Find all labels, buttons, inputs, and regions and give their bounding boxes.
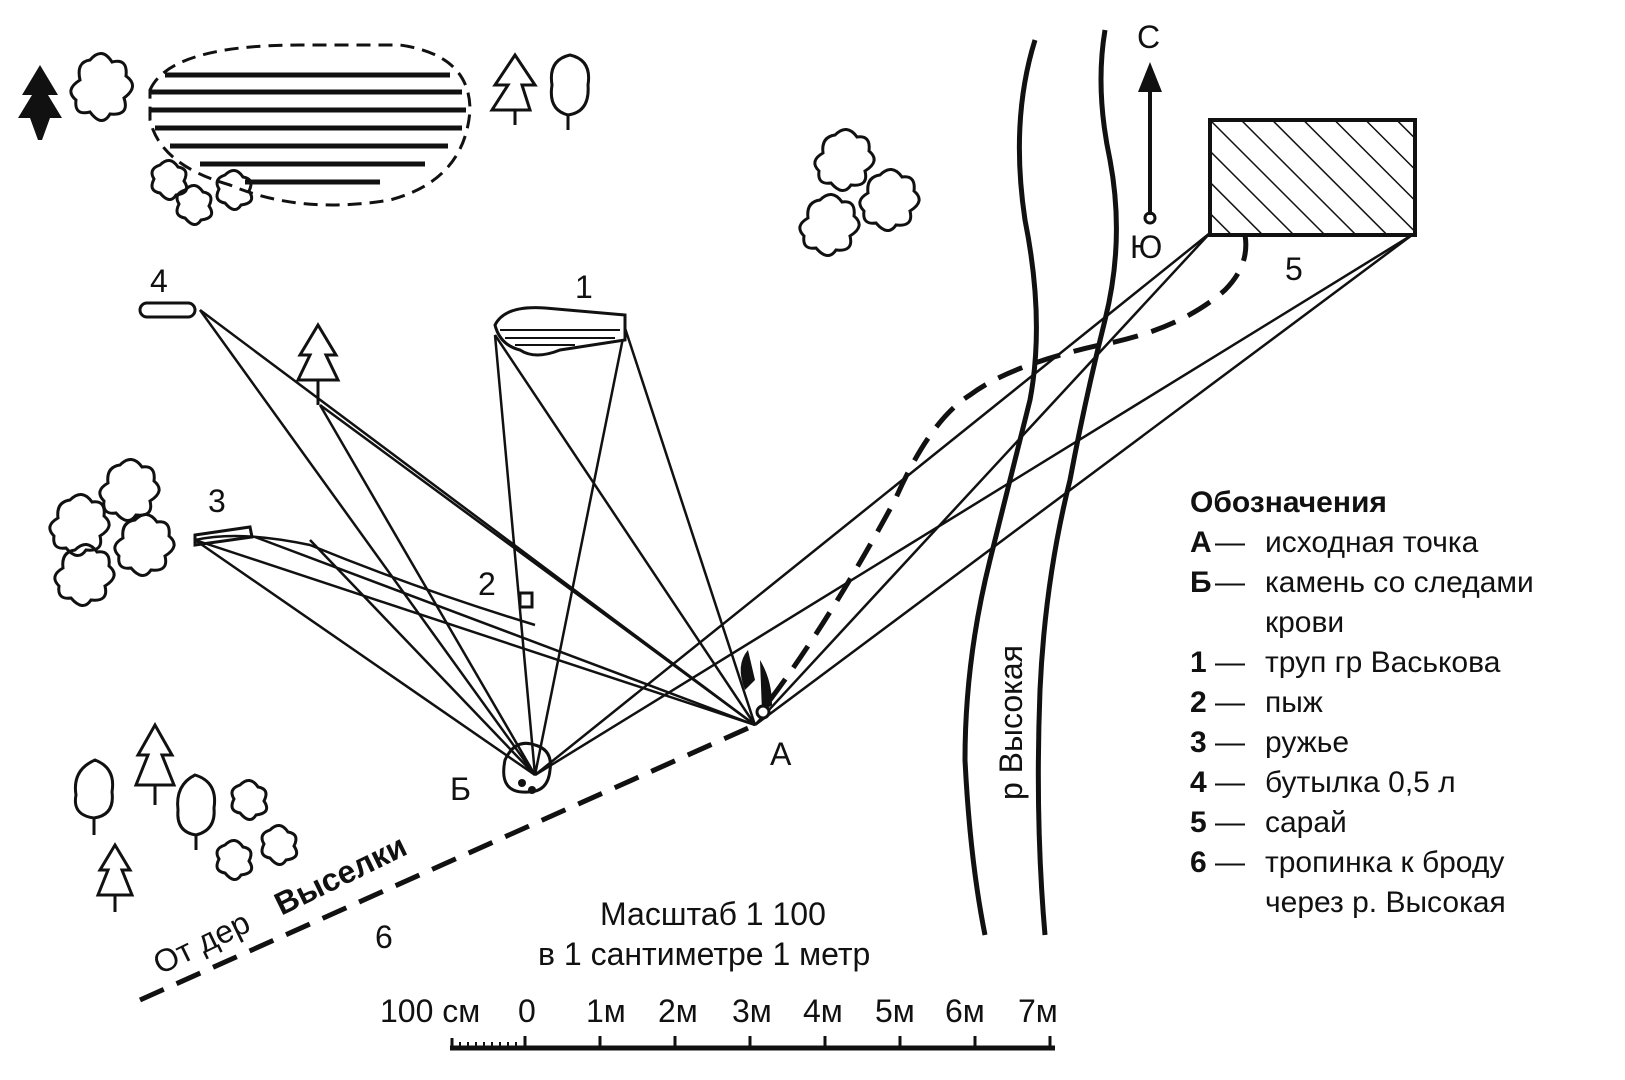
start-point-marker: [740, 650, 772, 720]
label-6: 6: [375, 919, 393, 955]
legend-item: 3 — ружье: [1190, 726, 1349, 759]
scale-tick-label: 3м: [732, 993, 772, 1029]
path-to-ford: [138, 234, 1249, 1003]
legend-key: А: [1190, 526, 1212, 559]
bottle-marker: [138, 301, 197, 319]
legend-text: исходная точка: [1265, 526, 1479, 559]
pond: [148, 43, 472, 207]
conifer-tree-icon: [133, 721, 177, 805]
body-marker: [493, 306, 627, 357]
sight-lines: [194, 232, 1413, 777]
barn: [1208, 118, 1417, 237]
scale-tick-labels: 100 см 0 1м 2м 3м 4м 5м 6м 7м: [380, 993, 1058, 1029]
scale-tick-label: 7м: [1018, 993, 1058, 1029]
path-label-prefix: От дер: [147, 904, 255, 981]
gun-marker: [193, 525, 254, 547]
scale-tick-label: 6м: [945, 993, 985, 1029]
legend-key: 6: [1190, 846, 1207, 879]
legend-item: 1 — труп гр Васькова: [1190, 646, 1501, 679]
scale-tick-label: 5м: [875, 993, 915, 1029]
label-2: 2: [478, 566, 496, 602]
legend-item: крови: [1265, 606, 1344, 639]
river: [962, 29, 1119, 936]
south-label: Ю: [1130, 229, 1162, 265]
legend-item: 2 — пыж: [1190, 686, 1323, 719]
legend-text: сарай: [1265, 806, 1347, 839]
conifer-tree-icon: [295, 322, 341, 405]
label-1: 1: [575, 269, 593, 305]
legend-sep: —: [1215, 526, 1245, 559]
legend-text: камень со следами: [1265, 566, 1534, 599]
legend-sep: —: [1215, 806, 1245, 839]
scale-bar: [450, 1036, 1055, 1051]
label-4: 4: [150, 263, 168, 299]
legend-text: ружье: [1265, 726, 1349, 759]
legend-key: 2: [1190, 686, 1207, 719]
legend-item: Б — камень со следами: [1190, 566, 1534, 599]
legend-title: Обозначения: [1190, 486, 1387, 519]
conifer-tree-icon: [18, 65, 62, 140]
north-label: С: [1137, 19, 1160, 55]
legend-sep: —: [1215, 846, 1245, 879]
legend-sep: —: [1215, 686, 1245, 719]
scale-title: Масштаб 1 100: [600, 896, 826, 932]
north-arrow-icon: [1138, 62, 1162, 225]
legend-sep: —: [1215, 766, 1245, 799]
river-label: р Высокая: [993, 645, 1029, 800]
legend-item: 6 — тропинка к броду: [1190, 846, 1504, 879]
scale-tick-label: 0: [518, 993, 536, 1029]
legend-key: 4: [1190, 766, 1207, 799]
legend-key: 1: [1190, 646, 1207, 679]
stone-marker: [502, 741, 552, 794]
legend-text: труп гр Васькова: [1265, 646, 1501, 679]
legend-item: 5 — сарай: [1190, 806, 1347, 839]
legend-sep: —: [1215, 726, 1245, 759]
legend-item: через р. Высокая: [1265, 886, 1506, 919]
legend-text: крови: [1265, 606, 1344, 639]
legend-key: Б: [1190, 566, 1212, 599]
scale-subtitle: в 1 сантиметре 1 метр: [538, 936, 870, 972]
legend-key: 5: [1190, 806, 1207, 839]
legend-key: 3: [1190, 726, 1207, 759]
scale-tick-label: 1м: [586, 993, 626, 1029]
label-a: А: [770, 736, 792, 772]
label-5: 5: [1285, 251, 1303, 287]
path-label: От дер Выселки: [147, 827, 412, 981]
wad-marker: [518, 591, 534, 609]
conifer-tree-icon: [489, 52, 538, 125]
deciduous-tree-icon: [73, 53, 591, 850]
legend-text: тропинка к броду: [1265, 846, 1504, 879]
legend-item: 4 — бутылка 0,5 л: [1190, 766, 1456, 799]
label-b: Б: [450, 771, 471, 807]
legend-sep: —: [1215, 646, 1245, 679]
scale-tick-label: 4м: [803, 993, 843, 1029]
scale-tick-label: 2м: [658, 993, 698, 1029]
legend-text: через р. Высокая: [1265, 886, 1506, 919]
legend-sep: —: [1215, 566, 1245, 599]
bush-icon: [48, 52, 921, 881]
legend-text: бутылка 0,5 л: [1265, 766, 1456, 799]
scale-tick-label: 100 см: [380, 993, 480, 1029]
legend-item: А — исходная точка: [1190, 526, 1479, 559]
conifer-tree-icon: [95, 842, 135, 912]
label-3: 3: [208, 483, 226, 519]
legend-text: пыж: [1265, 686, 1323, 719]
legend: Обозначения А — исходная точка Б — камен…: [1190, 486, 1534, 919]
